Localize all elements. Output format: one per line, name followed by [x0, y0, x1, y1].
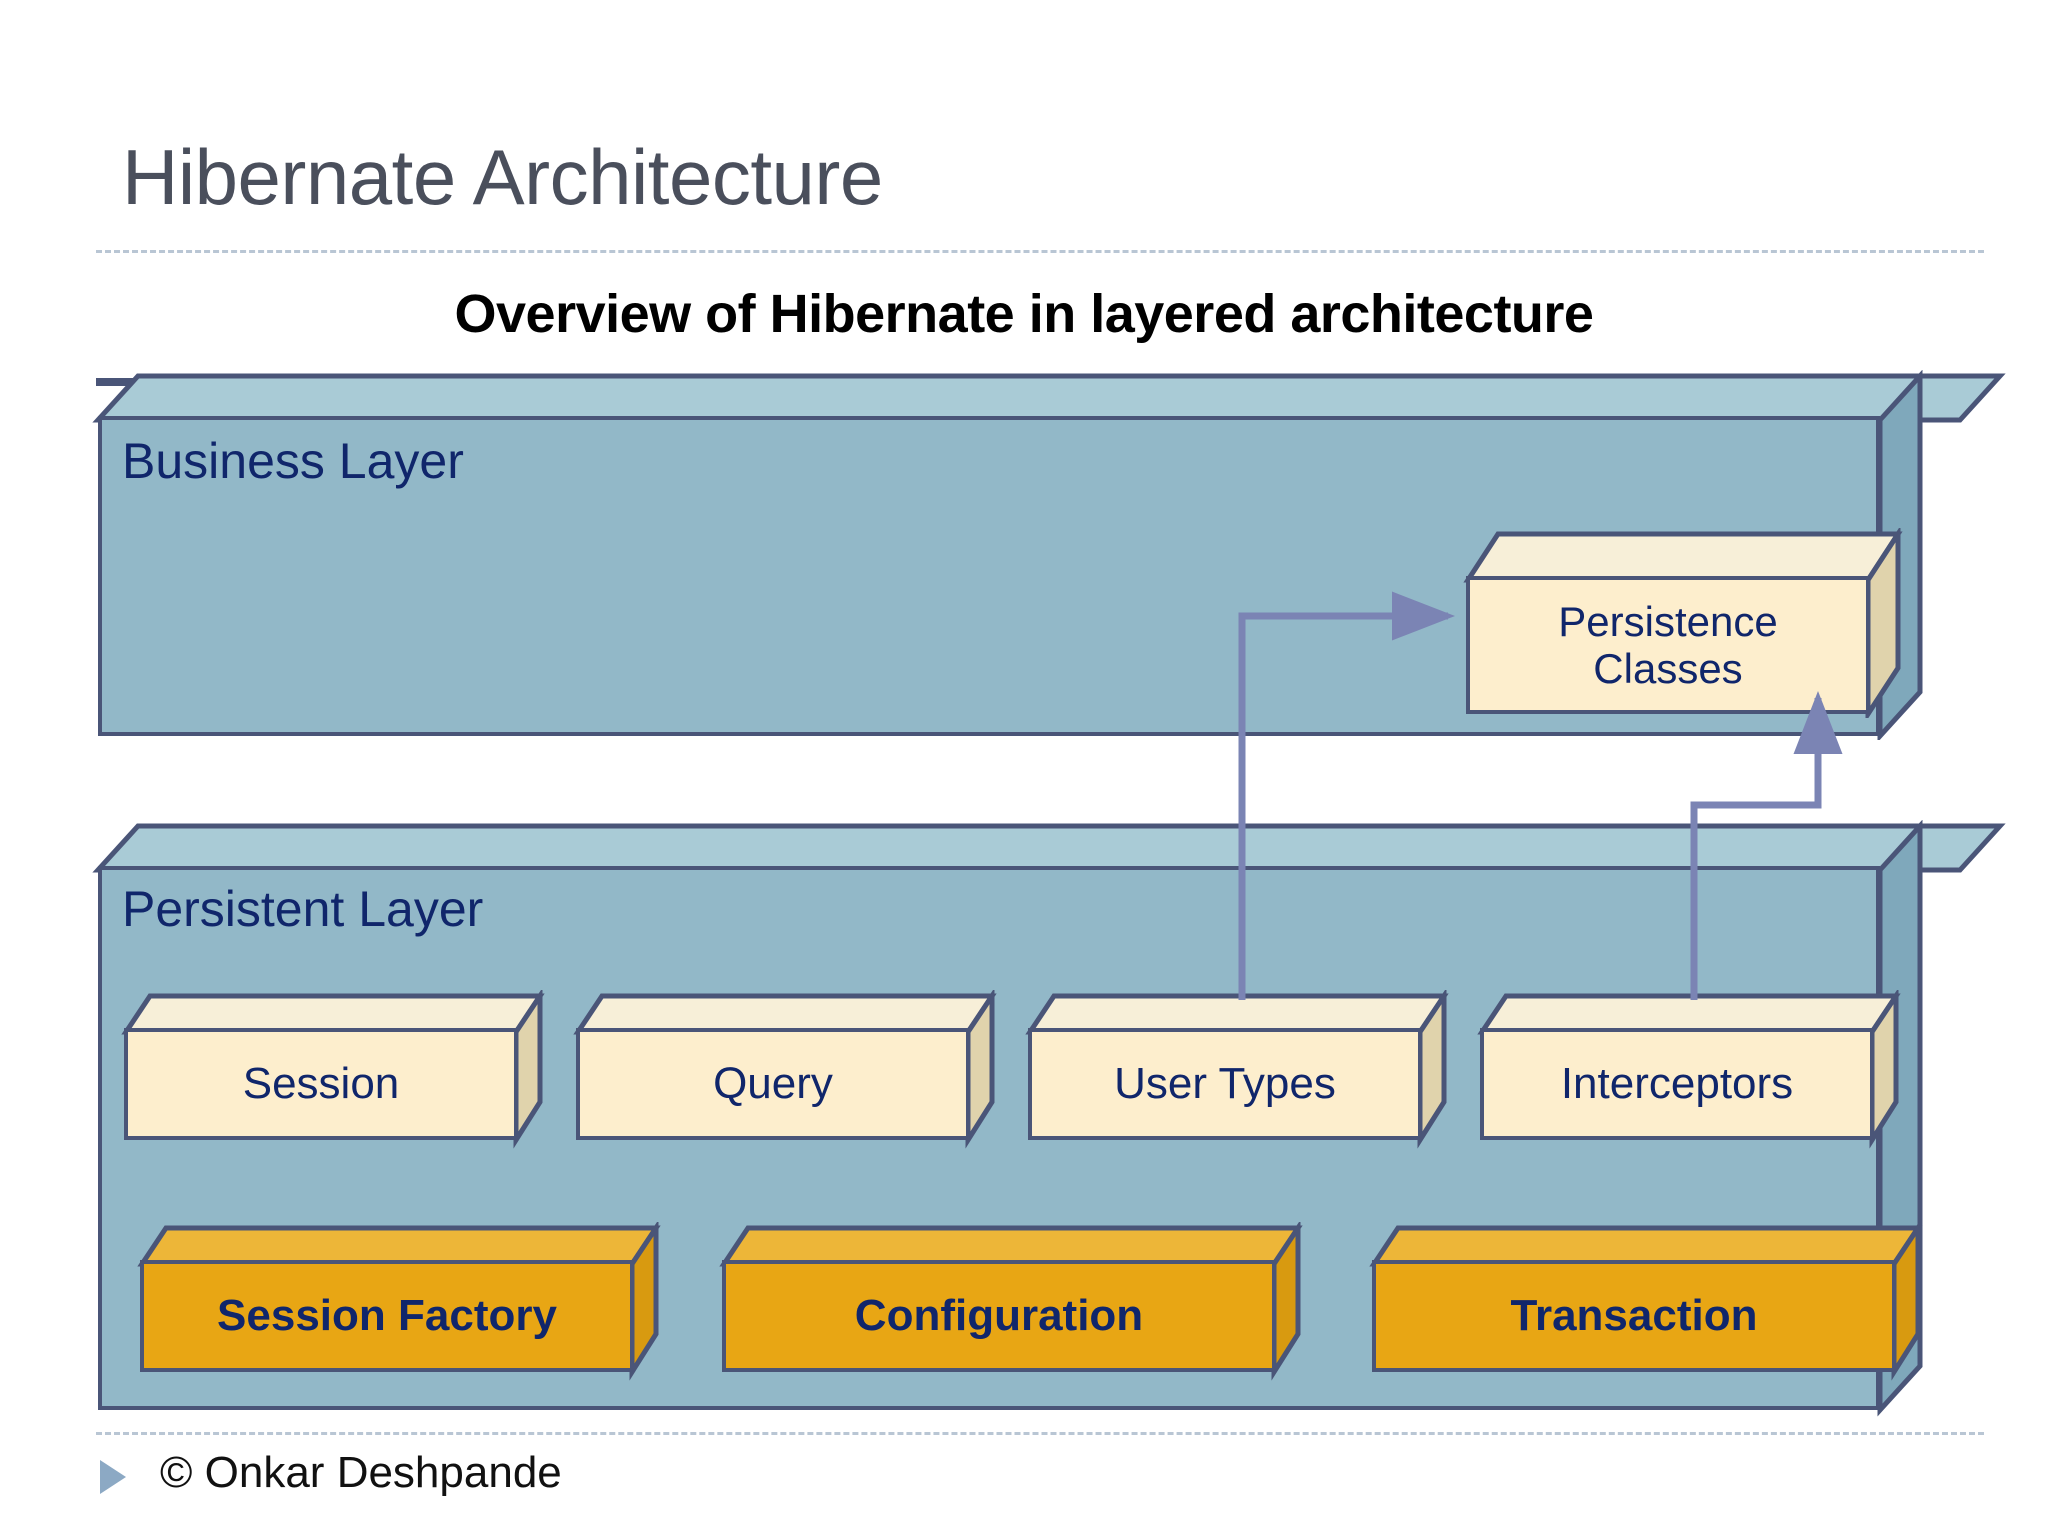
session-factory-front-face[interactable]: Session Factory	[140, 1260, 634, 1372]
persistence-classes-front-face[interactable]: Persistence Classes	[1466, 576, 1870, 714]
page-title: Hibernate Architecture	[122, 133, 883, 221]
footer-divider	[96, 1432, 1984, 1435]
query-front-face[interactable]: Query	[576, 1028, 970, 1140]
configuration-front-face[interactable]: Configuration	[722, 1260, 1276, 1372]
slide-subtitle: Overview of Hibernate in layered archite…	[454, 284, 1594, 344]
title-divider	[96, 250, 1984, 253]
interceptors-front-face[interactable]: Interceptors	[1480, 1028, 1874, 1140]
copyright-credit: © Onkar Deshpande	[160, 1448, 562, 1497]
user-types-front-face[interactable]: User Types	[1028, 1028, 1422, 1140]
session-front-face[interactable]: Session	[124, 1028, 518, 1140]
triangle-right-icon	[100, 1460, 126, 1494]
persistent-layer-label: Persistent Layer	[122, 881, 484, 937]
transaction-front-face[interactable]: Transaction	[1372, 1260, 1896, 1372]
business-layer-label: Business Layer	[122, 433, 464, 489]
